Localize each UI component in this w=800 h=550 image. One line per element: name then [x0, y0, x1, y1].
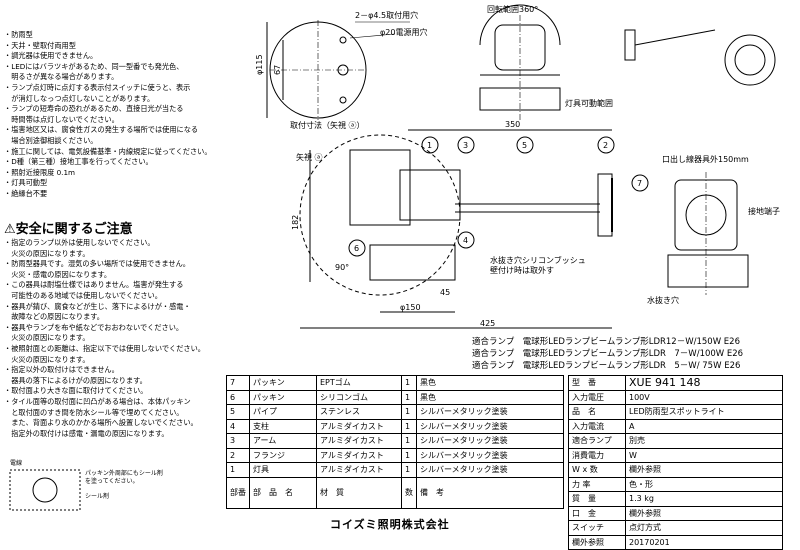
- dim-150: φ150: [400, 303, 421, 312]
- note-line: ・絶縁台不要: [4, 188, 48, 198]
- seal-legend: パッキン外周部にもシール剤: [85, 469, 163, 477]
- caution-line: ・この器具は耐塩仕様ではありません。塩害が発生する: [4, 280, 184, 290]
- dim-90: 90°: [335, 263, 349, 272]
- caution-list: ・指定のランプ以外は使用しないでください。 火災の原因になります。 ・防雨型器具…: [4, 238, 229, 439]
- callout: 7: [637, 179, 642, 188]
- mount-hole: [339, 36, 347, 44]
- bushing-note: 壁付け時は取外す: [490, 265, 554, 275]
- table-row: 2 フランジ アルミダイカスト 1 シルバーメタリック塗装: [226, 447, 564, 463]
- note-line: ・ランプ点灯時に点灯する表示付スイッチに使うと、表示: [4, 82, 191, 92]
- rear-head: [667, 254, 749, 288]
- company-footer: コイズミ照明株式会社: [330, 518, 450, 531]
- note-line: ・照射近接限度 0.1m: [4, 167, 76, 177]
- bushing-label: 水抜き穴シリコンブッシュ: [490, 255, 586, 265]
- lamp-line: 適合ランプ 電球形LEDランプビームランプ形LDR12－W/150W E26: [472, 337, 740, 347]
- label-phi20: φ20電源用穴: [380, 27, 427, 37]
- bracket: [399, 169, 461, 221]
- note-line: ・調光器は使用できません。: [4, 51, 98, 61]
- lamp-body: [349, 149, 411, 226]
- caution-line: 指定外の取付けは感電・漏電の原因になります。: [4, 428, 169, 438]
- callout: 2: [603, 141, 608, 150]
- note-line: 明るさが異なる場合があります。: [4, 72, 119, 82]
- table-row: 1 灯具 アルミダイカスト 1 シルバーメタリック塗装: [226, 462, 564, 478]
- dim-425: 425: [480, 319, 495, 328]
- table-row: 6 パッキン シリコンゴム 1 黒色: [226, 389, 564, 405]
- seal-legend: を塗ってください。: [85, 477, 139, 485]
- caution-line: 火災・感電の原因になります。: [4, 269, 112, 279]
- lamp-line: 適合ランプ 電球形LEDランプビームランプ形LDR 7－W/100W E26: [472, 349, 744, 359]
- wall-flange: [597, 173, 613, 237]
- caution-line: と取付面のすき間を防水シール等で埋めてください。: [4, 407, 184, 417]
- rotation-label: 回転範囲360°: [487, 4, 538, 14]
- note-line: 時間帯は点灯しないでください。: [4, 114, 119, 124]
- caution-line: ・指定のランプ以外は使用しないでください。: [4, 238, 155, 247]
- caution-line: ・被照射面との距離は、指定以下では使用しないでください。: [4, 343, 205, 353]
- note-line: 場合別途御相談ください。: [4, 135, 98, 145]
- head-base: [479, 87, 561, 111]
- caution-line: ・器具やランプを布や紙などでおおわないでください。: [4, 322, 184, 332]
- seal-legend: シール剤: [85, 492, 109, 500]
- seal-sketch: [9, 469, 81, 511]
- caution-line: ・器具が錆び、腐食などが生じ、落下によるけが・感電・: [4, 301, 191, 311]
- label-2phi: 2－φ4.5取付用穴: [355, 10, 418, 20]
- caution-title: ⚠安全に関するご注意: [4, 222, 133, 237]
- notes-list: ・防雨型 ・天井・壁取付両用型 ・調光器は使用できません。 ・LEDにはバラツキ…: [4, 30, 219, 200]
- callout: 6: [354, 244, 359, 253]
- callout: 4: [463, 236, 468, 245]
- caution-line: 火災の原因になります。: [4, 354, 90, 364]
- caution-line: ・取付面より大きな面に取付けてください。: [4, 386, 148, 396]
- dim-350: 350: [505, 120, 520, 129]
- note-line: ・天井・壁取付両用型: [4, 40, 76, 50]
- mount-hole: [339, 96, 347, 104]
- caution-line: ・指定以外の取付けはできません。: [4, 365, 119, 375]
- dim-45: 45: [440, 288, 450, 297]
- callout: 3: [463, 141, 468, 150]
- lamp-line: 適合ランプ 電球形LEDランプビームランプ形LDR 5－W/ 75W E26: [472, 361, 741, 371]
- spec-table: 型 番 XUE 941 148 入力電圧 100V 品 名 LED防雨型スポット…: [568, 375, 783, 550]
- dim-67: 67: [273, 65, 282, 75]
- caution-line: 器具の落下によるけがの原因になります。: [4, 375, 147, 385]
- table-header: 部番 部 品 名 材 質 数 備 考: [226, 476, 564, 509]
- note-line: ・LEDにはバラツキがあるため、同一型番でも発光色、: [4, 61, 184, 71]
- arrow-view: 矢視 ⓐ: [296, 152, 323, 162]
- note-line: ・灯具可動型: [4, 178, 48, 188]
- technical-drawing: 2－φ4.5取付用穴 φ20電源用穴 φ115 67 取付寸法（矢視 ⓐ） 回転…: [9, 4, 780, 511]
- caution-line: ・タイル面等の取付面に凹凸がある場合は、本体パッキン: [4, 396, 191, 406]
- seal-legend: 電線: [10, 459, 22, 467]
- ground-label: 接地端子: [748, 206, 780, 216]
- lamp-list: 適合ランプ 電球形LEDランプビームランプ形LDR12－W/150W E26 適…: [472, 336, 743, 372]
- callout: 1: [427, 141, 432, 150]
- note-line: ・ランプの短寿命の恐れがあるため、直接日光が当たる: [4, 104, 184, 114]
- note-line: ・D種（第三種）接地工事を行ってください。: [4, 157, 153, 167]
- caution-line: 故障などの原因になります。: [4, 312, 104, 322]
- table-row: 3 アーム アルミダイカスト 1 シルバーメタリック塗装: [226, 433, 564, 449]
- caution-line: また、背面より水のかかる場所へ設置しないでください。: [4, 418, 198, 428]
- sweep-arc: [299, 134, 461, 296]
- parts-table: 7 パッキン EPTゴム 1 黒色 6 パッキン シリコンゴム 1 黒色 5 パ…: [226, 375, 564, 509]
- note-line: が消灯しなっつ点灯しないことがあります。: [4, 93, 155, 103]
- caution-line: 可能性のある地域では使用しないでください。: [4, 290, 162, 300]
- cable-hole: [337, 64, 349, 76]
- outlet-label: 口出し線器具外150mm: [662, 154, 749, 164]
- movable-label: 灯具可動範囲: [565, 98, 613, 108]
- lamp-head: [369, 244, 456, 281]
- table-row: 4 支柱 アルミダイカスト 1 シルバーメタリック塗装: [226, 418, 564, 434]
- note-line: ・施工に関しては、電気設備基準・内線規定に従ってください。: [4, 146, 212, 156]
- dim-182: 182: [291, 215, 300, 230]
- drain-label: 水抜き穴: [647, 295, 679, 305]
- dim-phi115: φ115: [255, 54, 264, 75]
- caution-line: ・防雨型器具です。湿気の多い場所では使用できません。: [4, 259, 190, 269]
- callout: 5: [522, 141, 527, 150]
- note-line: ・塩害地区又は、腐食性ガスの発生する場所では使用になる: [4, 125, 199, 135]
- caution-line: 火災の原因になります。: [4, 248, 90, 258]
- table-row: 5 パイプ ステンレス 1 シルバーメタリック塗装: [226, 404, 564, 420]
- caution-line: 火災の原因になります。: [4, 333, 90, 343]
- note-line: ・防雨型: [4, 30, 33, 39]
- table-row: 7 パッキン EPTゴム 1 黒色: [226, 375, 564, 391]
- mount-caption: 取付寸法（矢視 ⓐ）: [290, 120, 365, 130]
